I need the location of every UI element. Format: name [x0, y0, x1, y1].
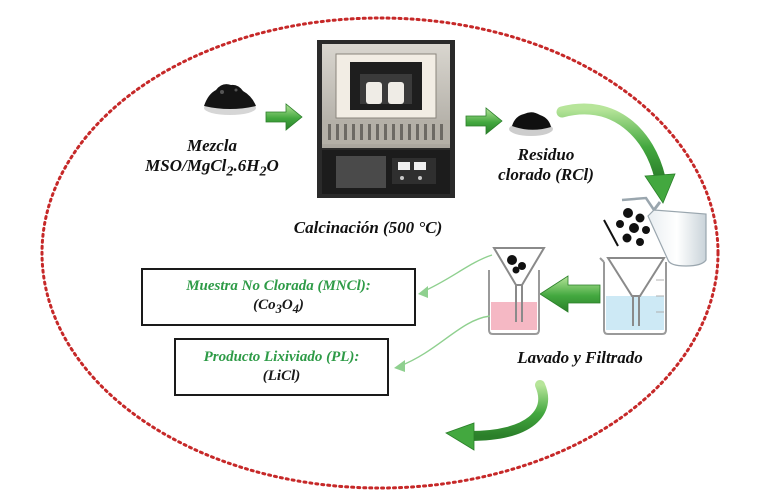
pl-formula: (LiCl) — [262, 368, 301, 384]
furnace-image — [317, 40, 455, 198]
residue-line2: clorado (RCl) — [498, 165, 594, 185]
mncl-title: Muestra No Clorada (MNCl): — [186, 277, 371, 294]
mncl-formula: (Co3O4) — [253, 297, 304, 317]
connector-to-mncl — [421, 254, 493, 293]
pellets-icon — [603, 208, 650, 247]
mixture-line2: MSO/MgCl2.6H2O — [145, 156, 279, 180]
pl-title: Producto Lixiviado (PL): — [203, 348, 360, 365]
residue-label: Residuo clorado (RCl) — [466, 145, 626, 186]
residue-dish-icon — [509, 112, 553, 136]
mixture-label: Mezcla MSO/MgCl2.6H2O — [112, 136, 312, 181]
washing-beaker-icon — [599, 257, 667, 335]
pl-box: Producto Lixiviado (PL): (LiCl) — [174, 338, 389, 396]
cycle-border — [40, 16, 720, 490]
filtrate-beaker-icon — [488, 247, 546, 335]
arrow-washing-to-filtrate — [539, 275, 601, 313]
curved-arrow-bottom — [445, 380, 549, 451]
residue-line1: Residuo — [517, 145, 575, 164]
mixture-line1: Mezcla — [186, 136, 238, 155]
curved-arrow-residue-to-washing — [556, 103, 676, 204]
calcination-label: Calcinación (500 °C) — [293, 218, 443, 237]
connector-to-pl — [399, 315, 491, 367]
washing-label: Lavado y Filtrado — [517, 348, 643, 367]
arrow-mixture-to-furnace — [265, 103, 303, 131]
arrow-furnace-to-residue — [465, 107, 503, 135]
mncl-box: Muestra No Clorada (MNCl): (Co3O4) — [141, 268, 416, 326]
powder-sample-icon — [204, 84, 256, 115]
wash-bottle-icon — [621, 196, 707, 267]
